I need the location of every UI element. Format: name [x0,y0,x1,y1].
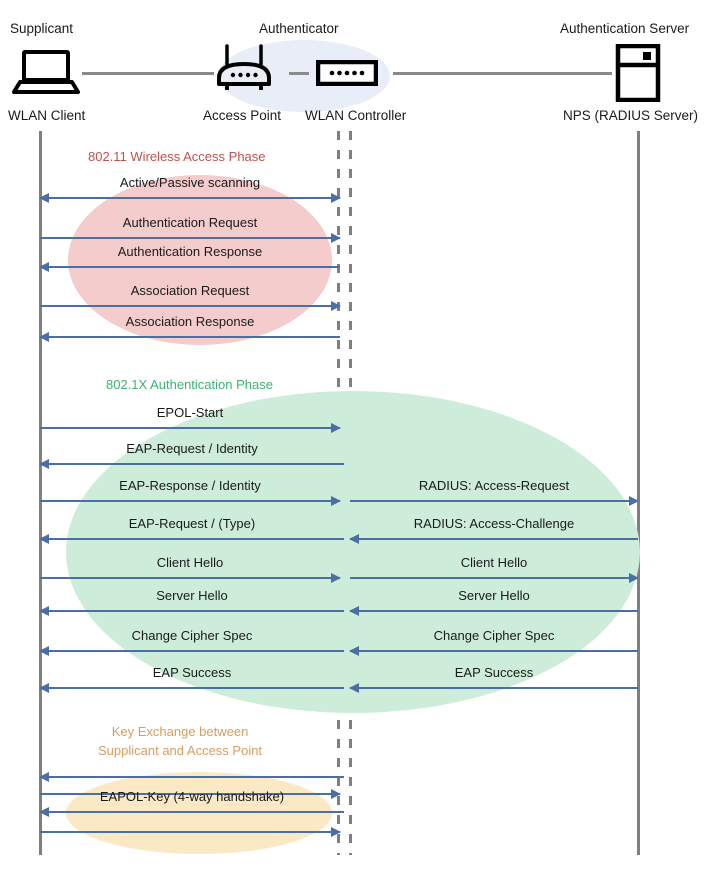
arrowhead-right-icon [331,496,341,506]
message-label: EAPOL-Key (4-way handshake) [99,789,285,804]
wire-controller-to-server [393,72,612,75]
message-label: EAP Success [152,665,232,680]
phase-ellipse-phase-key-exchange [66,772,332,854]
arrow-line [40,463,344,465]
message-label: Authentication Request [122,215,258,230]
arrowhead-right-icon [331,827,341,837]
lifeline-supplicant [39,131,42,855]
arrowhead-left-icon [39,534,49,544]
arrow-line [350,538,638,540]
arrowhead-left-icon [39,606,49,616]
arrowhead-left-icon [39,646,49,656]
arrowhead-left-icon [349,534,359,544]
wireless-router-icon [213,44,275,99]
message-label: Server Hello [458,588,530,603]
arrow-line [40,237,340,239]
arrowhead-right-icon [331,301,341,311]
arrow-line [40,577,340,579]
device-label-wlan-client: WLAN Client [8,108,86,123]
arrowhead-right-icon [629,573,639,583]
arrowhead-right-icon [331,573,341,583]
message-label: Client Hello [156,555,224,570]
arrowhead-right-icon [331,233,341,243]
message-label: RADIUS: Access-Request [418,478,570,493]
arrowhead-right-icon [629,496,639,506]
wire-client-to-ap [82,72,214,75]
arrowhead-left-icon [39,193,49,203]
arrow-line [40,776,344,778]
arrowhead-left-icon [349,683,359,693]
phase-title-phase-80211: 802.11 Wireless Access Phase [88,149,266,164]
arrowhead-left-icon [39,332,49,342]
arrowhead-left-icon [349,646,359,656]
message-label: EPOL-Start [156,405,224,420]
phase-ellipse-phase-80211 [68,175,332,345]
device-label-nps-radius-server: NPS (RADIUS Server) [563,108,699,123]
arrow-line [40,538,344,540]
arrow-line [350,500,638,502]
lifeline-auth-server [637,131,640,855]
arrowhead-left-icon [39,262,49,272]
arrow-line [350,650,638,652]
arrow-line [40,610,344,612]
device-label-wlan-controller: WLAN Controller [305,108,407,123]
network-switch-icon [315,59,379,91]
message-label: Server Hello [156,588,228,603]
arrowhead-left-icon [349,606,359,616]
message-label: Change Cipher Spec [433,628,555,643]
arrowhead-left-icon [39,807,49,817]
phase-title-line-2: Supplicant and Access Point [98,743,263,758]
arrow-line [40,687,344,689]
laptop-icon [12,50,80,99]
arrowhead-left-icon [39,772,49,782]
wire-ap-to-controller [289,72,309,75]
role-label-supplicant: Supplicant [10,21,74,36]
message-label: EAP Success [454,665,534,680]
arrow-line [40,811,344,813]
arrowhead-right-icon [331,789,341,799]
arrow-line [40,305,340,307]
arrow-line [40,336,340,338]
arrow-line [350,610,638,612]
phase-title-phase-8021x: 802.1X Authentication Phase [106,377,273,392]
phase-title-line-1: Key Exchange between [111,724,249,739]
message-label: Active/Passive scanning [119,175,261,190]
message-label: EAP-Request / (Type) [128,516,256,531]
arrow-line [40,650,344,652]
role-label-authentication-server: Authentication Server [560,21,690,36]
message-label: Client Hello [460,555,528,570]
message-label: Association Request [130,283,250,298]
message-label: Change Cipher Spec [131,628,253,643]
message-label: Authentication Response [117,244,263,259]
arrow-line [40,266,340,268]
arrow-line [40,427,340,429]
arrowhead-right-icon [331,193,341,203]
arrow-line [40,793,340,795]
message-label: RADIUS: Access-Challenge [413,516,575,531]
arrow-line [40,831,340,833]
arrow-line [350,687,638,689]
arrow-line [40,197,340,199]
arrow-line [350,577,638,579]
phase-ellipse-phase-8021x [66,391,640,713]
arrow-line [40,500,340,502]
message-label: EAP-Request / Identity [126,441,258,456]
arrowhead-left-icon [39,683,49,693]
arrowhead-left-icon [39,459,49,469]
arrowhead-right-icon [331,423,341,433]
server-tower-icon [615,43,661,107]
role-label-authenticator: Authenticator [259,21,339,36]
device-label-access-point: Access Point [203,108,282,123]
message-label: Association Response [125,314,255,329]
message-label: EAP-Response / Identity [119,478,261,493]
